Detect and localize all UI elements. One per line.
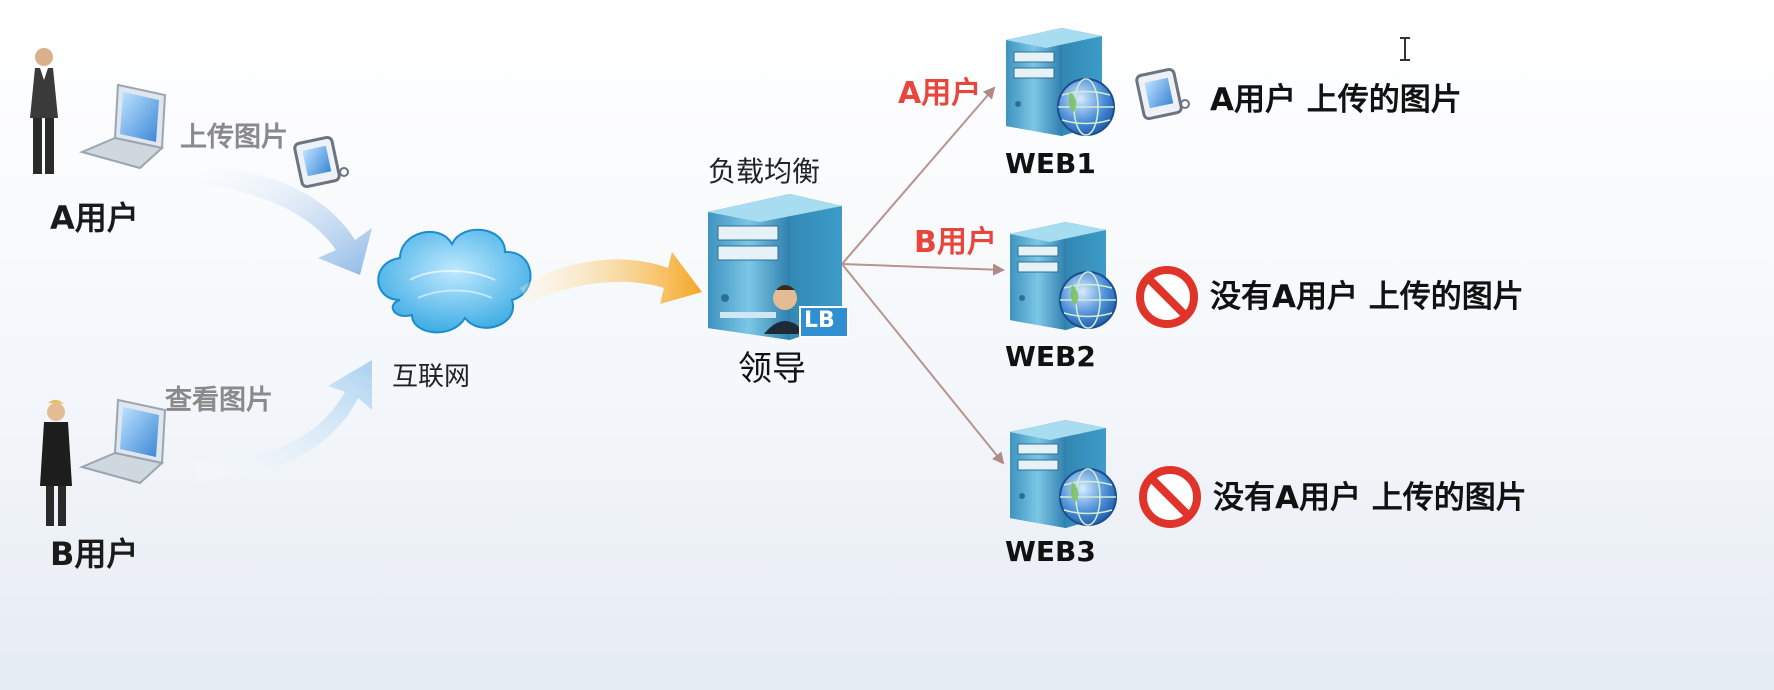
internet-label: 互联网 xyxy=(392,362,471,392)
lb-badge-label: LB xyxy=(804,308,835,333)
view-label: 查看图片 xyxy=(165,385,273,416)
upload-label: 上传图片 xyxy=(180,122,288,153)
web1-picture-icon xyxy=(1135,67,1190,121)
lb-badge xyxy=(799,306,849,338)
route-line-web3 xyxy=(841,263,1005,465)
route-line-web1 xyxy=(841,86,996,265)
web1-label: WEB1 xyxy=(1005,147,1096,180)
internet-cloud-icon xyxy=(377,228,532,334)
web1-server-icon xyxy=(1006,28,1102,136)
web2-note: 没有A用户 上传的图片 xyxy=(1210,279,1524,315)
web2-globe-icon xyxy=(1059,271,1117,329)
user-b-laptop-icon xyxy=(78,398,167,485)
route-line-web2 xyxy=(841,263,1005,276)
manager-person-icon xyxy=(764,285,806,334)
web1-note: A用户 上传的图片 xyxy=(1210,82,1462,118)
user-b-label: B用户 xyxy=(50,535,139,573)
load-balancer-server-icon xyxy=(708,194,842,340)
user-a-laptop-icon xyxy=(78,83,167,170)
internet-to-lb-arrow xyxy=(520,252,702,304)
web3-forbidden-icon xyxy=(1139,466,1201,528)
text-cursor-icon xyxy=(1400,37,1410,61)
lb-name: 领导 xyxy=(738,349,806,389)
user-b-person-icon xyxy=(40,399,72,526)
web3-label: WEB3 xyxy=(1005,535,1096,568)
route-b-label: B用户 xyxy=(914,225,997,260)
user-a-person-icon xyxy=(30,48,58,174)
web2-forbidden-icon xyxy=(1136,266,1198,328)
web3-note: 没有A用户 上传的图片 xyxy=(1213,480,1527,516)
lb-title: 负载均衡 xyxy=(708,155,821,188)
view-arrow xyxy=(195,360,372,481)
user-a-label: A用户 xyxy=(50,199,139,237)
web2-label: WEB2 xyxy=(1005,340,1096,373)
web2-server-icon xyxy=(1010,222,1106,330)
web1-globe-icon xyxy=(1057,78,1115,136)
web3-server-icon xyxy=(1010,420,1106,528)
route-a-label: A用户 xyxy=(898,76,982,111)
web3-globe-icon xyxy=(1059,468,1117,526)
picture-icon xyxy=(293,135,349,189)
upload-arrow xyxy=(195,165,372,275)
